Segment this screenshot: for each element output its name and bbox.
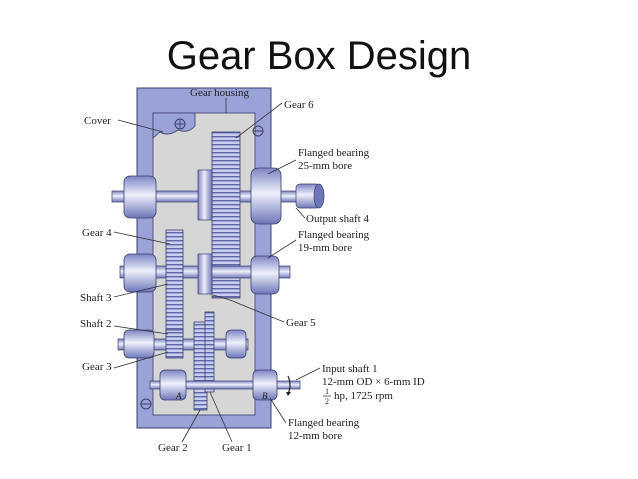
label-hp-numerator: 1 <box>325 387 329 396</box>
label-flanged-bearing-12: Flanged bearing <box>288 417 360 429</box>
label-gear-4: Gear 4 <box>82 227 112 239</box>
bearing-shaft-2-left <box>123 329 155 359</box>
label-gear-6: Gear 6 <box>284 99 314 111</box>
flanged-bearing-12mm-left <box>159 369 187 401</box>
label-gear-3: Gear 3 <box>82 361 112 373</box>
gear-3 <box>165 329 184 359</box>
gear-5 <box>197 253 213 295</box>
label-input-dims: 12-mm OD × 6-mm ID <box>322 376 425 388</box>
screw-bottom-left <box>140 398 152 410</box>
label-flanged-bearing-25: Flanged bearing <box>298 147 370 159</box>
input-shaft-1 <box>149 380 301 390</box>
flanged-bearing-25mm-right <box>250 167 282 225</box>
label-gear-5: Gear 5 <box>286 317 316 329</box>
label-cover: Cover <box>84 115 111 127</box>
label-shaft-3: Shaft 3 <box>80 292 112 304</box>
label-gear-2: Gear 2 <box>158 442 188 454</box>
label-output-shaft-4: Output shaft 4 <box>306 213 369 225</box>
label-gear-1: Gear 1 <box>222 442 252 454</box>
label-gear-housing: Gear housing <box>190 87 249 99</box>
flanged-bearing-12mm-right <box>252 369 278 401</box>
slide-title: Gear Box Design <box>166 34 472 78</box>
label-B: B <box>262 391 268 401</box>
label-hp-denominator: 2 <box>325 397 329 406</box>
screw-top-left <box>174 118 186 130</box>
flanged-bearing-25mm-left <box>123 175 157 219</box>
label-hp-rpm: hp, 1725 rpm <box>334 390 393 402</box>
label-A: A <box>175 391 182 401</box>
cover <box>152 112 196 139</box>
label-12mm-bore: 12-mm bore <box>288 430 342 442</box>
label-19mm-bore: 19-mm bore <box>298 242 352 254</box>
gear-1 <box>204 311 215 393</box>
flanged-bearing-19mm-right <box>250 255 280 295</box>
flanged-bearing-19mm-left <box>123 253 157 293</box>
label-shaft-2: Shaft 2 <box>80 318 111 330</box>
label-25mm-bore: 25-mm bore <box>298 160 352 172</box>
bearing-shaft-2-right <box>225 329 247 359</box>
label-input-shaft-1: Input shaft 1 <box>322 363 378 375</box>
label-flanged-bearing-19: Flanged bearing <box>298 229 370 241</box>
screw-top-right <box>252 125 264 137</box>
